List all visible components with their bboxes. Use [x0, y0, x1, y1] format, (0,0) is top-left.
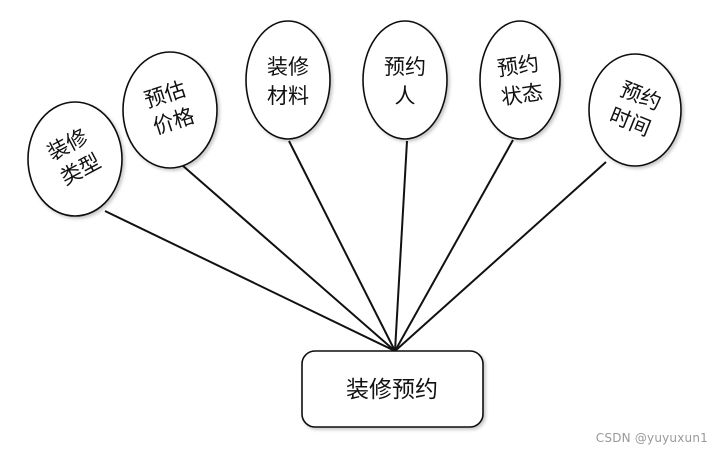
attribute-decoration-material: 装修 材料: [245, 20, 331, 140]
attribute-decoration-type: 装修 类型: [27, 101, 123, 217]
watermark: CSDN @yuyuxun1: [595, 431, 708, 445]
connector-line: [394, 140, 408, 352]
attribute-label-line2: 人: [395, 84, 416, 108]
entity-label: 装修预约: [346, 377, 438, 403]
attribute-booking-status: 预约 状态: [479, 20, 561, 140]
connector-line: [104, 210, 396, 352]
attribute-estimated-price: 预估 价格: [122, 51, 218, 169]
attribute-label-line1: 预约: [384, 55, 426, 79]
attribute-label-line2: 状态: [500, 80, 545, 110]
connector-line: [394, 139, 514, 352]
attribute-label-line1: 预约: [496, 51, 541, 81]
attribute-label-line1: 装修: [267, 55, 309, 79]
attribute-booker: 预约 人: [362, 20, 448, 140]
connector-line: [288, 140, 396, 352]
connector-line: [394, 161, 607, 352]
entity-decoration-booking: 装修预约: [301, 350, 484, 428]
connector-line: [181, 164, 396, 352]
attribute-booking-time: 预约 时间: [588, 53, 682, 167]
connector-lines: [104, 139, 607, 352]
attribute-label-line2: 材料: [267, 84, 309, 108]
